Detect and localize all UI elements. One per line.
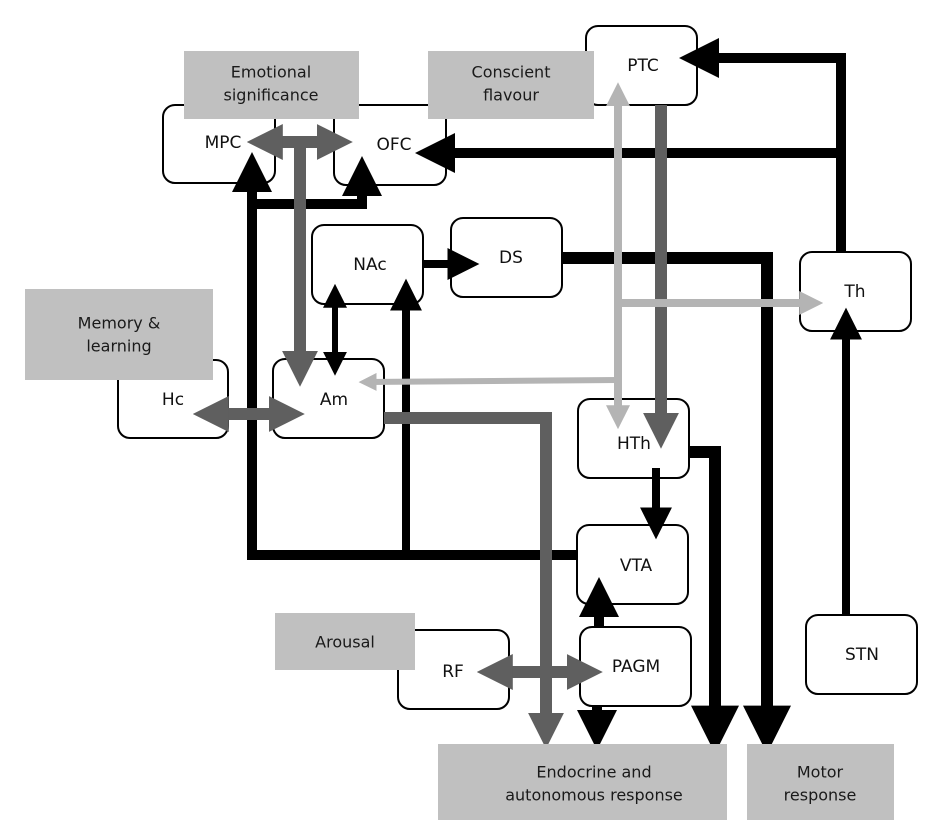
edge-vta-mpc bbox=[232, 152, 577, 560]
label-arousal-box bbox=[275, 613, 415, 670]
node-ptc-label: PTC bbox=[627, 56, 659, 76]
node-pagm-label: PAGM bbox=[612, 657, 660, 677]
node-th-label: Th bbox=[843, 282, 865, 302]
label-conscient-line2: flavour bbox=[483, 86, 539, 105]
edge-th-ptc bbox=[679, 38, 846, 252]
edge-am-endocrine bbox=[384, 412, 564, 749]
edge-hth-endocrine bbox=[689, 446, 739, 754]
edge-ds-motor bbox=[562, 252, 791, 754]
node-am-label: Am bbox=[320, 390, 348, 410]
label-texts: Emotional significance Conscient flavour… bbox=[78, 63, 857, 805]
label-boxes bbox=[25, 51, 894, 820]
node-ds-label: DS bbox=[499, 248, 523, 268]
node-stn-label: STN bbox=[845, 645, 879, 665]
node-rf-label: RF bbox=[442, 662, 464, 682]
label-memory-box bbox=[25, 289, 213, 380]
edge-light-am bbox=[358, 372, 619, 391]
label-emotional-line1: Emotional bbox=[231, 63, 311, 82]
label-endocrine-line1: Endocrine and bbox=[536, 763, 651, 782]
node-ofc-label: OFC bbox=[376, 135, 411, 155]
connections bbox=[192, 38, 862, 754]
label-memory-line1: Memory & bbox=[78, 314, 161, 333]
node-hth-label: HTh bbox=[617, 434, 651, 454]
node-stn[interactable] bbox=[805, 614, 918, 695]
node-hc-label: Hc bbox=[162, 390, 184, 410]
label-memory-line2: learning bbox=[86, 337, 151, 356]
label-endocrine-box bbox=[438, 744, 727, 820]
edge-vta-ofc bbox=[252, 156, 382, 209]
label-conscient-box bbox=[428, 51, 594, 119]
node-labels: MPC OFC PTC NAc DS Th Hc Am HTh VTA RF P… bbox=[162, 56, 879, 682]
node-boxes bbox=[117, 25, 918, 710]
node-vta-label: VTA bbox=[620, 556, 653, 576]
label-motor-line1: Motor bbox=[797, 763, 844, 782]
label-endocrine-line2: autonomous response bbox=[505, 786, 683, 805]
label-conscient-line1: Conscient bbox=[472, 63, 551, 82]
label-motor-line2: response bbox=[784, 786, 857, 805]
label-arousal-line1: Arousal bbox=[315, 633, 375, 652]
label-motor-box bbox=[747, 744, 894, 820]
node-nac-label: NAc bbox=[353, 255, 386, 275]
label-emotional-box bbox=[184, 51, 359, 119]
node-mpc-label: MPC bbox=[205, 133, 242, 153]
label-emotional-line2: significance bbox=[224, 86, 319, 105]
